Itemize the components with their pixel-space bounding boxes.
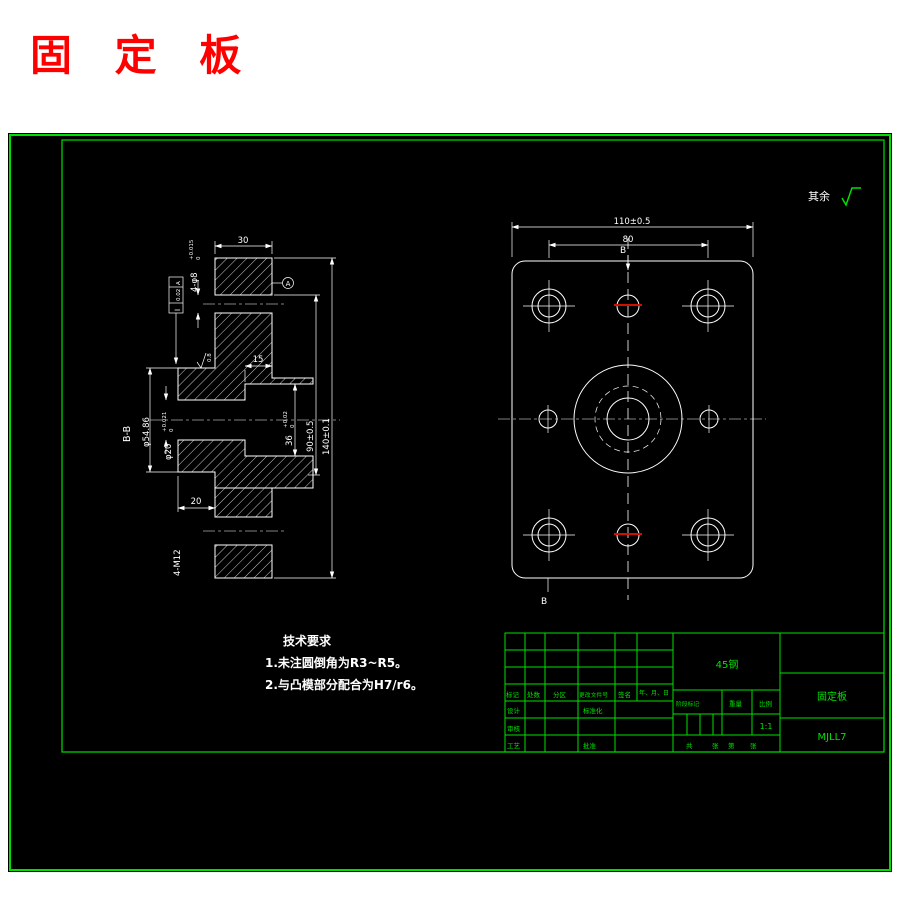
corner-holes	[523, 280, 734, 561]
boss-dia: φ54.86	[142, 417, 152, 447]
page-title: 固 定 板	[30, 31, 256, 80]
fcf-value: 0.02	[176, 289, 182, 301]
dim-20: 20	[191, 497, 202, 507]
pin-tol-lower: 0	[196, 256, 202, 260]
tb-count: 处数	[527, 690, 541, 699]
tb-sheets-zhang2: 张	[750, 741, 757, 750]
dim-140: 140±0.1	[322, 418, 332, 455]
tb-audit: 审核	[507, 724, 521, 733]
pin-tol-upper: +0.015	[189, 239, 195, 260]
tech-item-1: 1.未注圆倒角为R3~R5。	[265, 655, 407, 670]
section-label: B-B	[122, 426, 133, 442]
tb-sheets-zhang1: 张	[712, 741, 719, 750]
tb-date: 年、月、日	[639, 689, 669, 697]
dim-15: 15	[253, 355, 264, 365]
tb-zone: 分区	[553, 690, 567, 699]
datum-a-label: A	[286, 280, 291, 288]
dim-30: 30	[238, 236, 249, 246]
dim-90: 90±0.5	[306, 421, 316, 452]
tb-material: 45钢	[716, 658, 739, 671]
fcf-symbol: ∥	[174, 308, 181, 311]
tb-approve: 批准	[583, 741, 597, 750]
drawing-borders	[9, 134, 891, 871]
bore-tol-lower: 0	[169, 428, 175, 432]
title-block: 标记 处数 分区 更改文件号 签名 年、月、日 设计 标准化 审核 工艺 批准 …	[504, 632, 885, 753]
fcf-datum: A	[176, 281, 182, 285]
plan-view: 110±0.5 80 B B	[498, 217, 766, 607]
tb-scale-value: 1:1	[760, 722, 773, 731]
tb-doc: 更改文件号	[579, 691, 608, 699]
feature-control-frame: ∥ 0.02 A	[168, 276, 184, 365]
rest-label: 其余	[808, 189, 830, 203]
bore-callout: φ20	[164, 444, 174, 460]
thread-callout: 4-M12	[173, 549, 183, 576]
tb-standardize: 标准化	[583, 706, 603, 715]
dim-80: 80	[623, 235, 634, 245]
tb-mark: 标记	[506, 690, 520, 699]
tech-requirements: 技术要求 1.未注圆倒角为R3~R5。 2.与凸模部分配合为H7/r6。	[265, 633, 423, 692]
tb-part-name: 固定板	[817, 690, 847, 703]
side-holes	[538, 405, 719, 433]
section-mark-top: B	[620, 246, 626, 256]
pin-callout: 4-φ8	[190, 273, 200, 293]
cbore-callout: 36	[285, 435, 295, 446]
section-mark-bottom: B	[541, 597, 547, 607]
tb-scale-label: 比例	[759, 699, 772, 708]
rest-roughness-note: 其余	[808, 187, 861, 207]
cbore-tol-lower: 0	[290, 424, 296, 428]
tb-stage: 阶段标记	[676, 700, 699, 708]
tb-process: 工艺	[507, 742, 521, 750]
tb-sign: 签名	[618, 690, 631, 699]
datum-a-flag: A	[272, 277, 294, 289]
tb-weight: 重量	[729, 700, 743, 708]
roughness-value: 0.8	[207, 353, 213, 362]
cbore-tol-upper: +0.02	[283, 411, 289, 428]
tech-item-2: 2.与凸模部分配合为H7/r6。	[265, 677, 423, 692]
bore-tol-upper: +0.021	[162, 412, 168, 432]
tb-drawing-no: MJLL7	[817, 732, 846, 743]
section-view: 30 15 20 4-M12 4-φ8 +0.015 0 ∥ 0.02 A	[122, 236, 340, 579]
pin-holes	[614, 294, 642, 547]
dim-110: 110±0.5	[614, 217, 651, 227]
cad-drawing: 其余 30 15 20 4-M12 4-φ8 +0.015	[9, 134, 891, 871]
tb-design: 设计	[507, 706, 521, 715]
tech-title: 技术要求	[283, 633, 332, 648]
tb-sheets-no: 第	[728, 741, 735, 750]
cad-canvas: 其余 30 15 20 4-M12 4-φ8 +0.015	[8, 133, 892, 872]
tb-sheets-total: 共	[686, 741, 693, 750]
roughness-icon	[841, 187, 861, 207]
bore-roughness: 0.8	[196, 353, 213, 369]
